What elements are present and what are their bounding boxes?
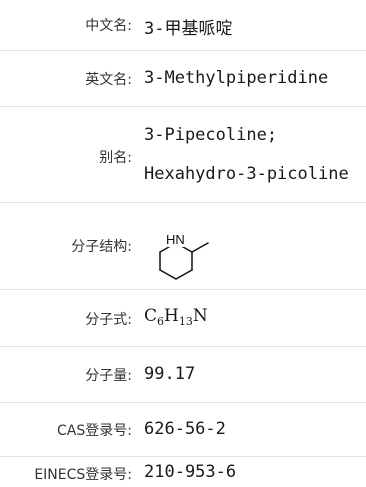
alias-line-2: Hexahydro-3-picoline xyxy=(144,164,349,184)
molecular-structure-diagram: HN xyxy=(159,231,209,280)
row-formula: 分子式: C6H13N xyxy=(0,290,366,347)
formula-count-c: 6 xyxy=(157,315,165,328)
einecs-value: 210-953-6 xyxy=(144,462,237,482)
aliases-label: 别名: xyxy=(99,150,132,166)
cas-label: CAS登录号: xyxy=(57,423,132,439)
row-english-name: 英文名: 3-Methylpiperidine xyxy=(0,51,366,107)
alias-line-1: 3-Pipecoline; xyxy=(144,125,278,145)
chinese-name-value: 3-甲基哌啶 xyxy=(144,19,233,39)
formula-label: 分子式: xyxy=(85,312,132,328)
methyl-bond xyxy=(191,242,209,253)
cas-value: 626-56-2 xyxy=(144,419,226,439)
ring-bond xyxy=(159,269,177,280)
row-cas: CAS登录号: 626-56-2 xyxy=(0,403,366,457)
formula-element-h: H xyxy=(164,306,179,326)
structure-label: 分子结构: xyxy=(71,239,132,255)
formula-element-c: C xyxy=(144,306,158,326)
row-structure: 分子结构: HN xyxy=(0,203,366,290)
row-aliases: 别名: 3-Pipecoline; Hexahydro-3-picoline xyxy=(0,107,366,203)
atom-label-mask xyxy=(166,231,188,247)
molecular-weight-label: 分子量: xyxy=(85,368,132,384)
einecs-label: EINECS登录号: xyxy=(34,467,132,483)
row-einecs: EINECS登录号: 210-953-6 xyxy=(0,457,366,487)
formula-value: C6H13N xyxy=(144,306,366,328)
chinese-name-label: 中文名: xyxy=(85,18,132,34)
formula-element-n: N xyxy=(192,306,208,326)
row-molecular-weight: 分子量: 99.17 xyxy=(0,347,366,403)
ring-bond xyxy=(175,269,193,280)
english-name-value: 3-Methylpiperidine xyxy=(144,68,329,88)
nh-atom-label: HN xyxy=(166,232,185,247)
molecular-weight-value: 99.17 xyxy=(144,364,196,384)
formula-count-h: 13 xyxy=(178,315,193,328)
row-chinese-name: 中文名: 3-甲基哌啶 xyxy=(0,0,366,51)
english-name-label: 英文名: xyxy=(85,72,132,88)
